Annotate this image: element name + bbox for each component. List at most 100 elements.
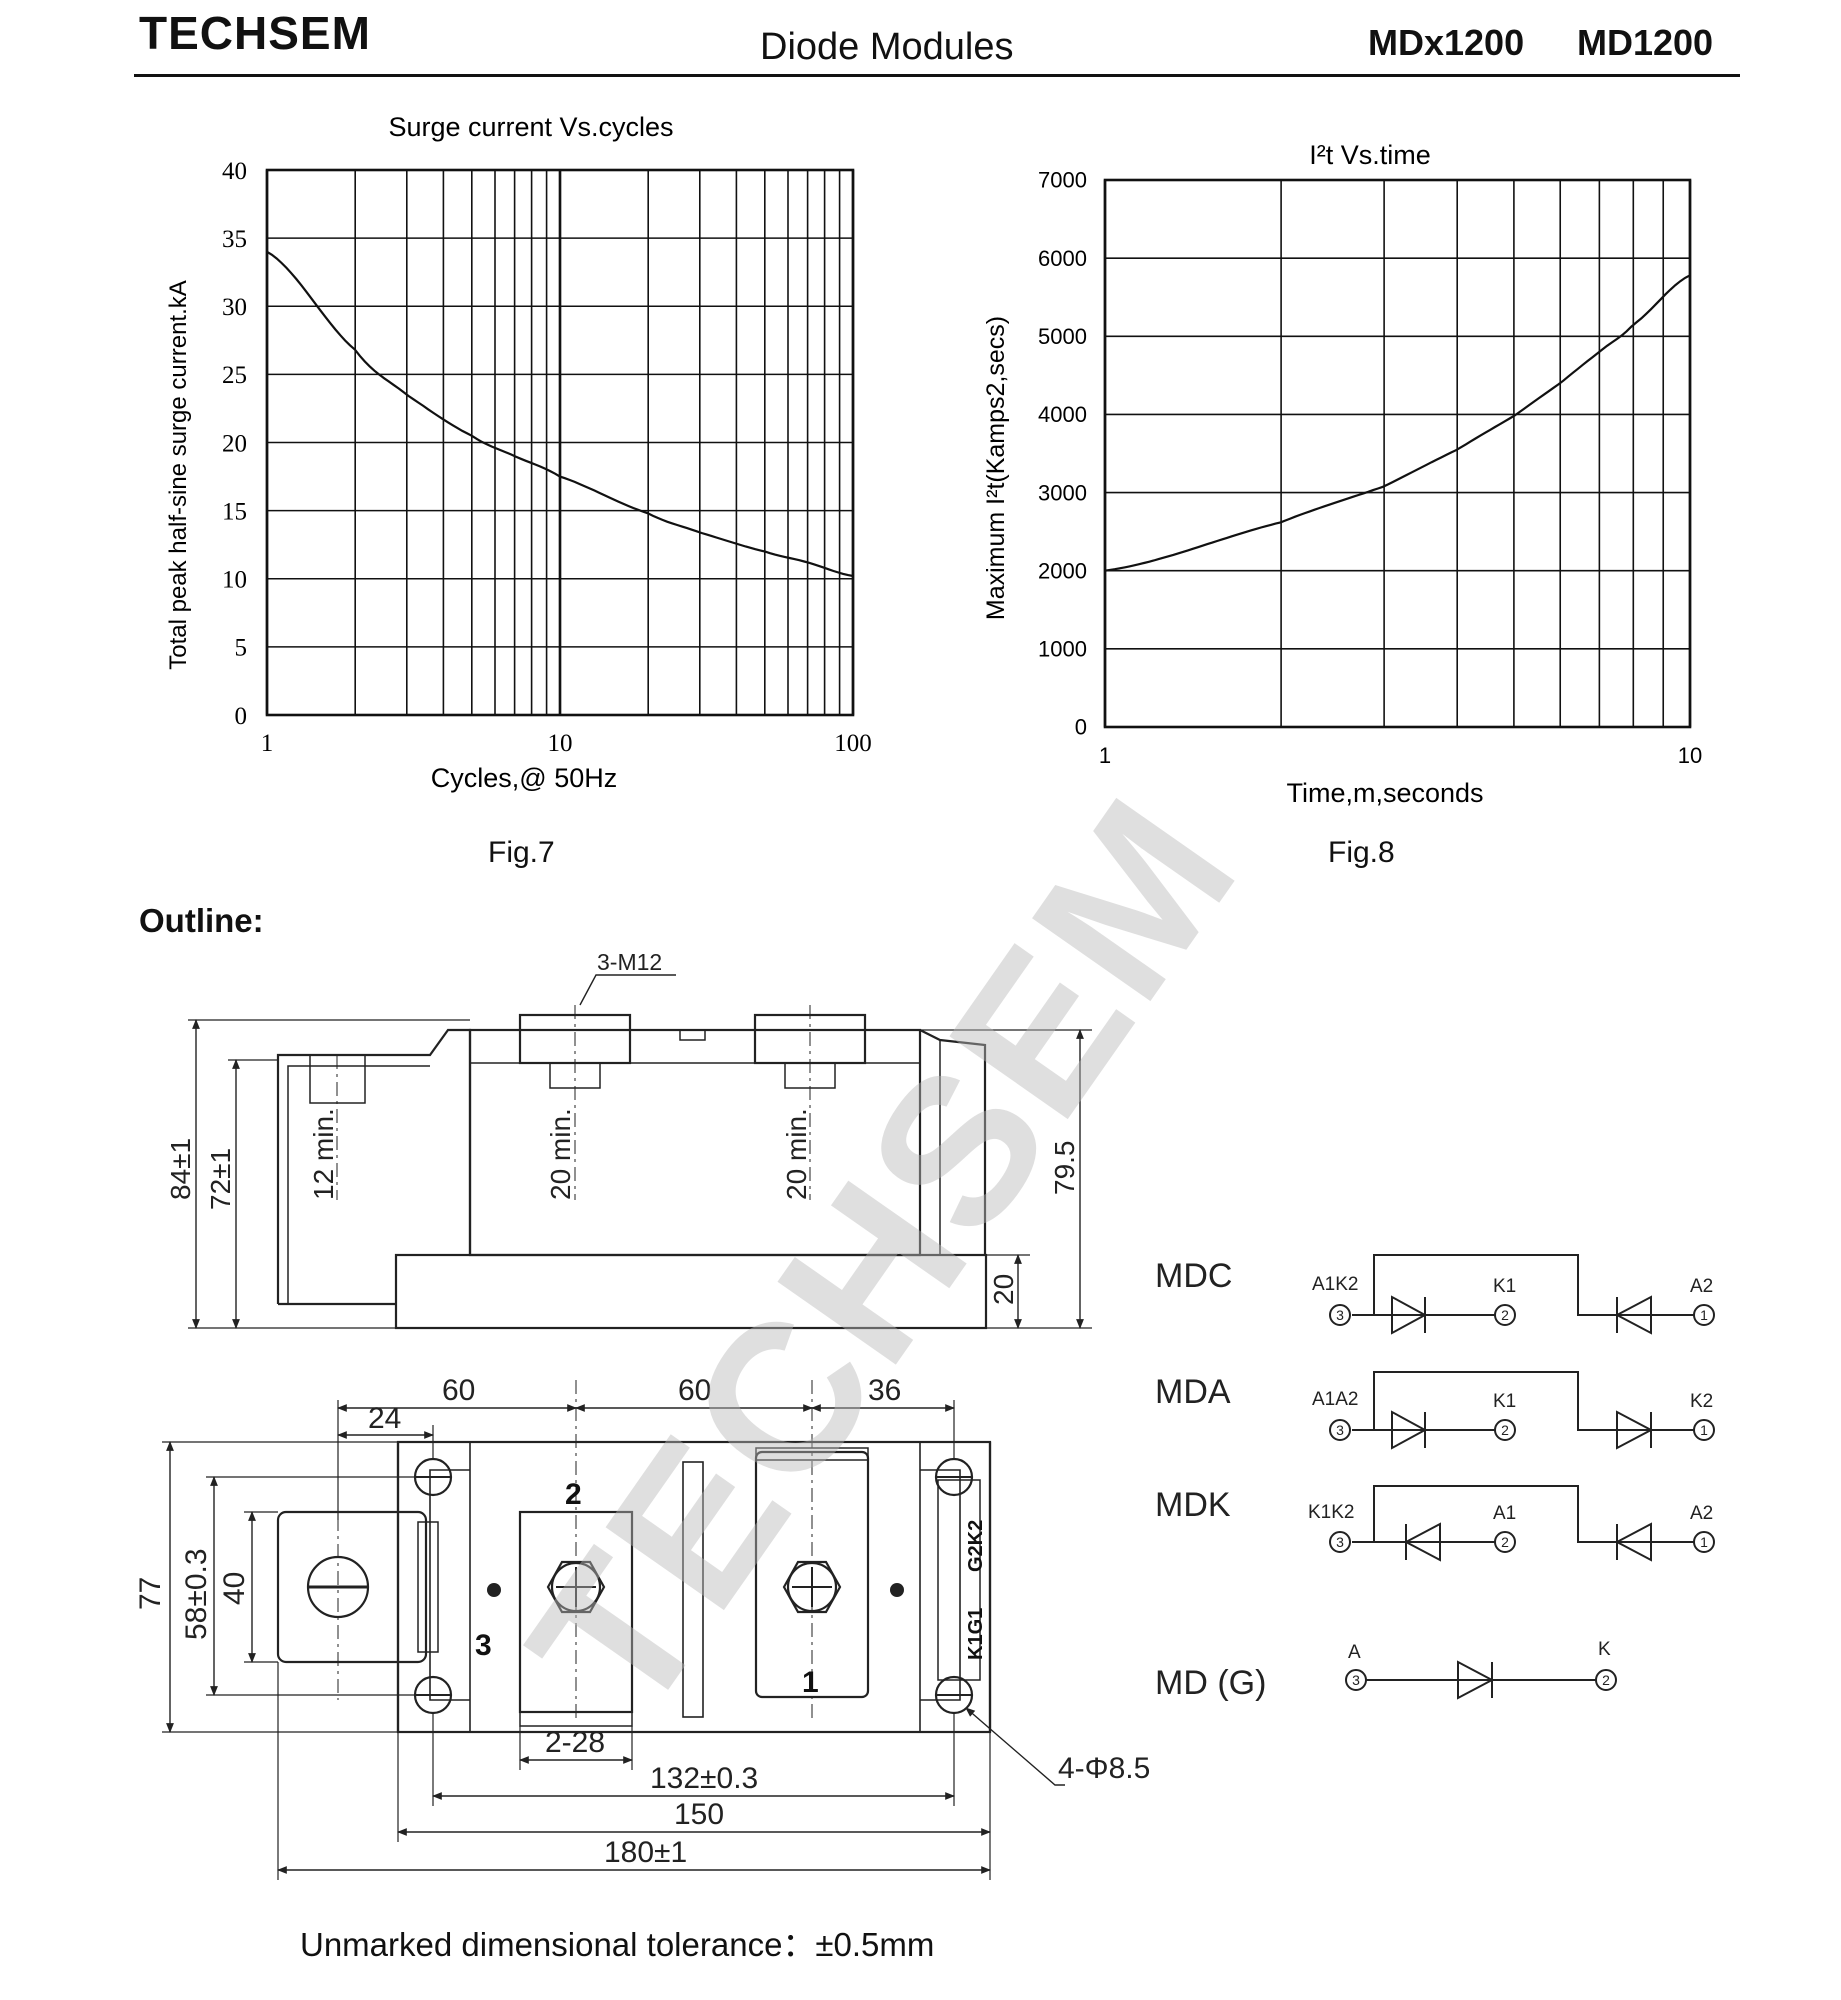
y-tick-label: 0 xyxy=(235,703,248,730)
x-axis-label: Time,m,seconds xyxy=(1286,778,1483,808)
circuit-md-g xyxy=(1345,1660,1617,1700)
chart-tick-labels: 0 1000 2000 3000 4000 5000 6000 7000 1 10 xyxy=(1038,168,1702,768)
chart-grid xyxy=(1103,178,1692,729)
y-tick-label: 2000 xyxy=(1038,558,1087,583)
dim-2-28: 2-28 xyxy=(545,1726,605,1759)
dim-24: 24 xyxy=(368,1402,401,1435)
x-tick-label: 10 xyxy=(548,730,573,757)
x-tick-label: 1 xyxy=(261,730,274,757)
dim-180: 180±1 xyxy=(604,1836,687,1869)
y-tick-label: 4000 xyxy=(1038,402,1087,427)
y-tick-label: 15 xyxy=(222,498,247,525)
terminal-3-tab xyxy=(276,1510,428,1664)
y-tick-label: 1000 xyxy=(1038,637,1087,662)
circuit-name-mda: MDA xyxy=(1155,1373,1231,1411)
mdc-right-label: A2 xyxy=(1690,1276,1713,1297)
chart-title: Surge current Vs.cycles xyxy=(388,112,673,142)
header-rule xyxy=(134,74,1740,77)
circuit-symbols xyxy=(1329,1254,1715,1700)
model-number-primary: MDx1200 xyxy=(1368,22,1525,63)
mda-right-label: K2 xyxy=(1690,1391,1713,1412)
depth-label-2: 20 min. xyxy=(545,1108,576,1200)
dim-36: 36 xyxy=(868,1374,901,1407)
mdk-left-label: K1K2 xyxy=(1308,1502,1354,1523)
hole-spec: 4-Φ8.5 xyxy=(1058,1752,1150,1785)
circuit-labels: MDC MDA MDK MD (G) A1K2 K1 A2 A1A2 K1 K2… xyxy=(1155,1257,1713,1702)
x-tick-label: 10 xyxy=(1678,743,1702,768)
mda-mid-label: K1 xyxy=(1493,1391,1516,1412)
pin-number: 3 xyxy=(1352,1672,1360,1688)
plot-frame xyxy=(1103,178,1692,729)
dim-58: 58±0.3 xyxy=(180,1548,213,1640)
y-axis-label: Total peak half-sine surge current.kA xyxy=(165,280,192,670)
pin-number: 2 xyxy=(1501,1534,1509,1550)
mdk-mid-label: A1 xyxy=(1493,1503,1516,1524)
circuit-mdc xyxy=(1329,1254,1715,1335)
mdk-right-label: A2 xyxy=(1690,1503,1713,1524)
y-tick-label: 40 xyxy=(222,158,247,185)
mda-left-label: A1A2 xyxy=(1312,1389,1358,1410)
pin-number: 3 xyxy=(1336,1534,1344,1550)
outline-heading: Outline: xyxy=(139,902,264,939)
depth-label-3: 20 min. xyxy=(781,1108,812,1200)
md-g-right-label: K xyxy=(1598,1639,1611,1660)
aux-label-k1g1: K1G1 xyxy=(965,1608,987,1660)
circuit-name-md-g: MD (G) xyxy=(1155,1664,1266,1702)
y-tick-label: 5000 xyxy=(1038,324,1087,349)
y-tick-label: 25 xyxy=(222,362,247,389)
aux-label-g2k2: G2K2 xyxy=(965,1520,987,1572)
x-tick-label: 1 xyxy=(1099,743,1111,768)
figure-8-caption: Fig.8 xyxy=(1328,836,1395,869)
base-height: 20 xyxy=(988,1274,1019,1305)
y-tick-label: 10 xyxy=(222,567,247,594)
mdc-left-label: A1K2 xyxy=(1312,1274,1358,1295)
terminal-number-1: 1 xyxy=(802,1666,819,1699)
height-right: 79.5 xyxy=(1049,1141,1080,1196)
depth-label-1: 12 min. xyxy=(308,1108,339,1200)
terminal-number-2: 2 xyxy=(565,1478,582,1511)
terminal-bracket xyxy=(276,1028,472,1304)
side-view-labels: 3-M12 12 min. 20 min. 20 min. 84±1 72±1 … xyxy=(165,949,1080,1305)
dim-77: 77 xyxy=(134,1577,167,1610)
terminal-number-3: 3 xyxy=(475,1629,492,1662)
dim-60b: 60 xyxy=(678,1374,711,1407)
thread-label: 3-M12 xyxy=(597,949,662,975)
model-number-secondary: MD1200 xyxy=(1577,22,1714,63)
series-line xyxy=(266,250,854,578)
tolerance-note: Unmarked dimensional tolerance：±0.5mm xyxy=(300,1926,935,1963)
pin-number: 3 xyxy=(1336,1307,1344,1323)
y-tick-label: 3000 xyxy=(1038,480,1087,505)
dim-150: 150 xyxy=(674,1798,724,1831)
y-tick-label: 20 xyxy=(222,430,247,457)
chart-title: I²t Vs.time xyxy=(1309,140,1431,170)
height-total: 84±1 xyxy=(165,1138,196,1200)
top-view-dots xyxy=(487,1583,904,1597)
y-tick-label: 30 xyxy=(222,294,247,321)
pin-number: 2 xyxy=(1501,1422,1509,1438)
figure-7-caption: Fig.7 xyxy=(488,836,555,869)
mdc-mid-label: K1 xyxy=(1493,1276,1516,1297)
pin-number: 3 xyxy=(1336,1422,1344,1438)
circuit-mdk xyxy=(1329,1485,1715,1562)
terminal-2-nut xyxy=(546,1560,606,1614)
document-title: Diode Modules xyxy=(760,26,1014,68)
pin-number: 1 xyxy=(1700,1307,1708,1323)
chart-surge-current: Surge current Vs.cycles 0510152025303540… xyxy=(165,112,872,793)
y-tick-label: 7000 xyxy=(1038,168,1087,193)
plot-frame xyxy=(265,168,855,717)
terminal-1-nut xyxy=(782,1560,842,1614)
pin-number: 2 xyxy=(1602,1672,1610,1688)
chart-grid xyxy=(265,168,855,717)
top-view xyxy=(162,1380,1065,1880)
y-tick-label: 0 xyxy=(1075,715,1087,740)
md-g-left-label: A xyxy=(1348,1642,1361,1663)
terminal-numbers: 1 2 3 K1G1 G2K2 xyxy=(475,1478,987,1699)
top-view-labels: 60 60 36 24 77 58±0.3 40 2-28 132±0.3 15… xyxy=(134,1374,1150,1869)
y-axis-label: Maximum I²t(Kamps2,secs) xyxy=(982,316,1010,620)
brand-name: TECHSEM xyxy=(139,7,371,59)
y-tick-label: 6000 xyxy=(1038,246,1087,271)
height-body: 72±1 xyxy=(205,1148,236,1210)
dim-60a: 60 xyxy=(442,1374,475,1407)
